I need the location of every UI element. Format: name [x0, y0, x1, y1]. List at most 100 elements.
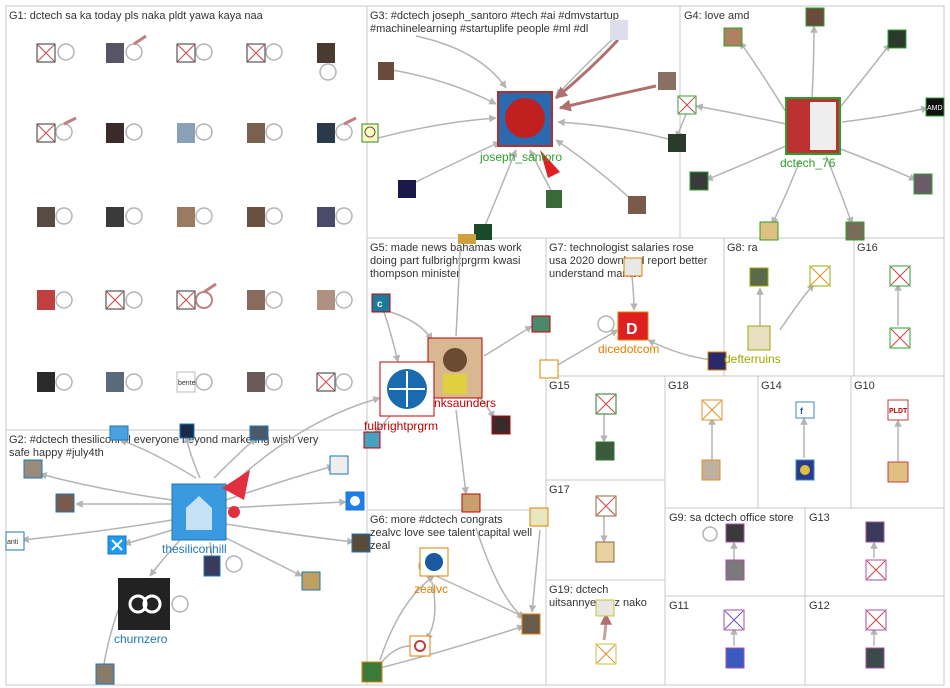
- churnzero-logo-a: [128, 594, 148, 614]
- self-loop: [265, 43, 283, 61]
- node-avatar[interactable]: [106, 43, 124, 63]
- node-avatar[interactable]: [725, 647, 745, 669]
- node-avatar[interactable]: [529, 507, 549, 527]
- node-avatar[interactable]: [109, 425, 129, 441]
- node-avatar[interactable]: [95, 663, 115, 685]
- edge: [383, 311, 401, 363]
- node-avatar[interactable]: [668, 134, 686, 152]
- node-avatar[interactable]: [106, 123, 124, 143]
- node-avatar[interactable]: [458, 234, 476, 244]
- group-label-g12: G12: [809, 600, 830, 612]
- node-avatar[interactable]: [531, 315, 551, 333]
- self-loop: [125, 373, 143, 391]
- node-avatar[interactable]: [329, 455, 349, 475]
- node-avatar[interactable]: [179, 423, 195, 439]
- node-avatar[interactable]: [913, 173, 933, 195]
- edge: [379, 575, 435, 661]
- node-avatar[interactable]: [409, 635, 431, 657]
- node-avatar[interactable]: [865, 647, 885, 669]
- node-avatar[interactable]: [595, 541, 615, 563]
- node-avatar[interactable]: [723, 27, 743, 47]
- node-avatar[interactable]: [317, 290, 335, 310]
- node-avatar[interactable]: [371, 293, 391, 313]
- node-avatar[interactable]: [247, 207, 265, 227]
- node-avatar[interactable]: [595, 441, 615, 461]
- node-avatar[interactable]: [725, 523, 745, 543]
- node-avatar[interactable]: [247, 290, 265, 310]
- node-avatar[interactable]: [37, 207, 55, 227]
- node-avatar[interactable]: [805, 7, 825, 27]
- node-avatar[interactable]: [301, 571, 321, 591]
- node-avatar[interactable]: [546, 190, 562, 208]
- node-avatar[interactable]: [845, 221, 865, 241]
- node-avatar[interactable]: [37, 290, 55, 310]
- node-avatar[interactable]: [707, 351, 727, 371]
- node-avatar[interactable]: [628, 196, 646, 214]
- node-avatar[interactable]: [55, 493, 75, 513]
- node-avatar[interactable]: [106, 207, 124, 227]
- node-avatar[interactable]: [887, 461, 909, 483]
- node-avatar[interactable]: [363, 431, 381, 449]
- self-loop: [125, 207, 143, 225]
- node-avatar[interactable]: [539, 359, 559, 379]
- node-avatar[interactable]: [521, 613, 541, 635]
- label-dicedotcom: dicedotcom: [598, 342, 659, 356]
- node-icon: [350, 496, 360, 506]
- node-avatar[interactable]: [701, 459, 721, 481]
- node-avatar[interactable]: [610, 20, 628, 40]
- node-avatar[interactable]: [247, 372, 265, 392]
- node-avatar[interactable]: [351, 533, 371, 553]
- node-avatar[interactable]: [759, 221, 779, 241]
- edge: [555, 139, 637, 205]
- group-label-g17: G17: [549, 484, 570, 496]
- node-avatar[interactable]: [317, 207, 335, 227]
- group-box-g16: [853, 237, 945, 377]
- node-avatar[interactable]: [725, 559, 745, 581]
- edge: [103, 609, 119, 665]
- node-avatar[interactable]: [361, 661, 383, 683]
- node-avatar[interactable]: [378, 62, 394, 80]
- node-avatar[interactable]: [106, 372, 124, 392]
- node-avatar[interactable]: [177, 123, 195, 143]
- node-pldt[interactable]: [887, 399, 909, 421]
- edge: [183, 435, 201, 479]
- node-placeholder-cross: [890, 328, 910, 348]
- node-avatar[interactable]: [37, 372, 55, 392]
- node-avatar[interactable]: [249, 425, 269, 441]
- edge: [555, 329, 619, 367]
- group-label-g3: G3: #dctech joseph_santoro #tech #ai #dm…: [370, 10, 619, 35]
- node-avatar[interactable]: [474, 224, 492, 240]
- node-avatar[interactable]: [23, 459, 43, 479]
- node-defterruins[interactable]: [747, 325, 771, 351]
- node-avatar[interactable]: [247, 123, 265, 143]
- node-avatar[interactable]: [398, 180, 416, 198]
- edge: [221, 535, 303, 577]
- edge: [483, 325, 533, 357]
- node-amd[interactable]: [925, 97, 945, 117]
- node-avatar[interactable]: [317, 43, 335, 63]
- node-placeholder-cross: [596, 644, 616, 664]
- node-avatar[interactable]: [461, 493, 481, 513]
- node-avatar[interactable]: [177, 207, 195, 227]
- node-avatar[interactable]: [749, 267, 769, 287]
- node-avatar[interactable]: [317, 123, 335, 143]
- node-placeholder-cross: [890, 266, 910, 286]
- node-avatar[interactable]: [887, 29, 907, 49]
- node-avatar[interactable]: [689, 171, 709, 191]
- node-logo-bentel[interactable]: [176, 371, 196, 393]
- node-avatar[interactable]: [795, 401, 815, 419]
- node-avatar[interactable]: [595, 599, 615, 617]
- node-dicedotcom[interactable]: [617, 311, 649, 341]
- label-dctech-76: dctech_76: [780, 156, 836, 170]
- node-anti[interactable]: [5, 531, 25, 551]
- node-avatar[interactable]: [623, 257, 643, 277]
- edge: [435, 575, 527, 619]
- node-avatar[interactable]: [865, 521, 885, 543]
- node-avatar[interactable]: [658, 72, 676, 90]
- edge: [599, 612, 612, 641]
- node-avatar[interactable]: [203, 555, 221, 577]
- node-avatar[interactable]: [491, 415, 511, 435]
- edge: [647, 339, 713, 361]
- node-placeholder-cross: [177, 44, 195, 62]
